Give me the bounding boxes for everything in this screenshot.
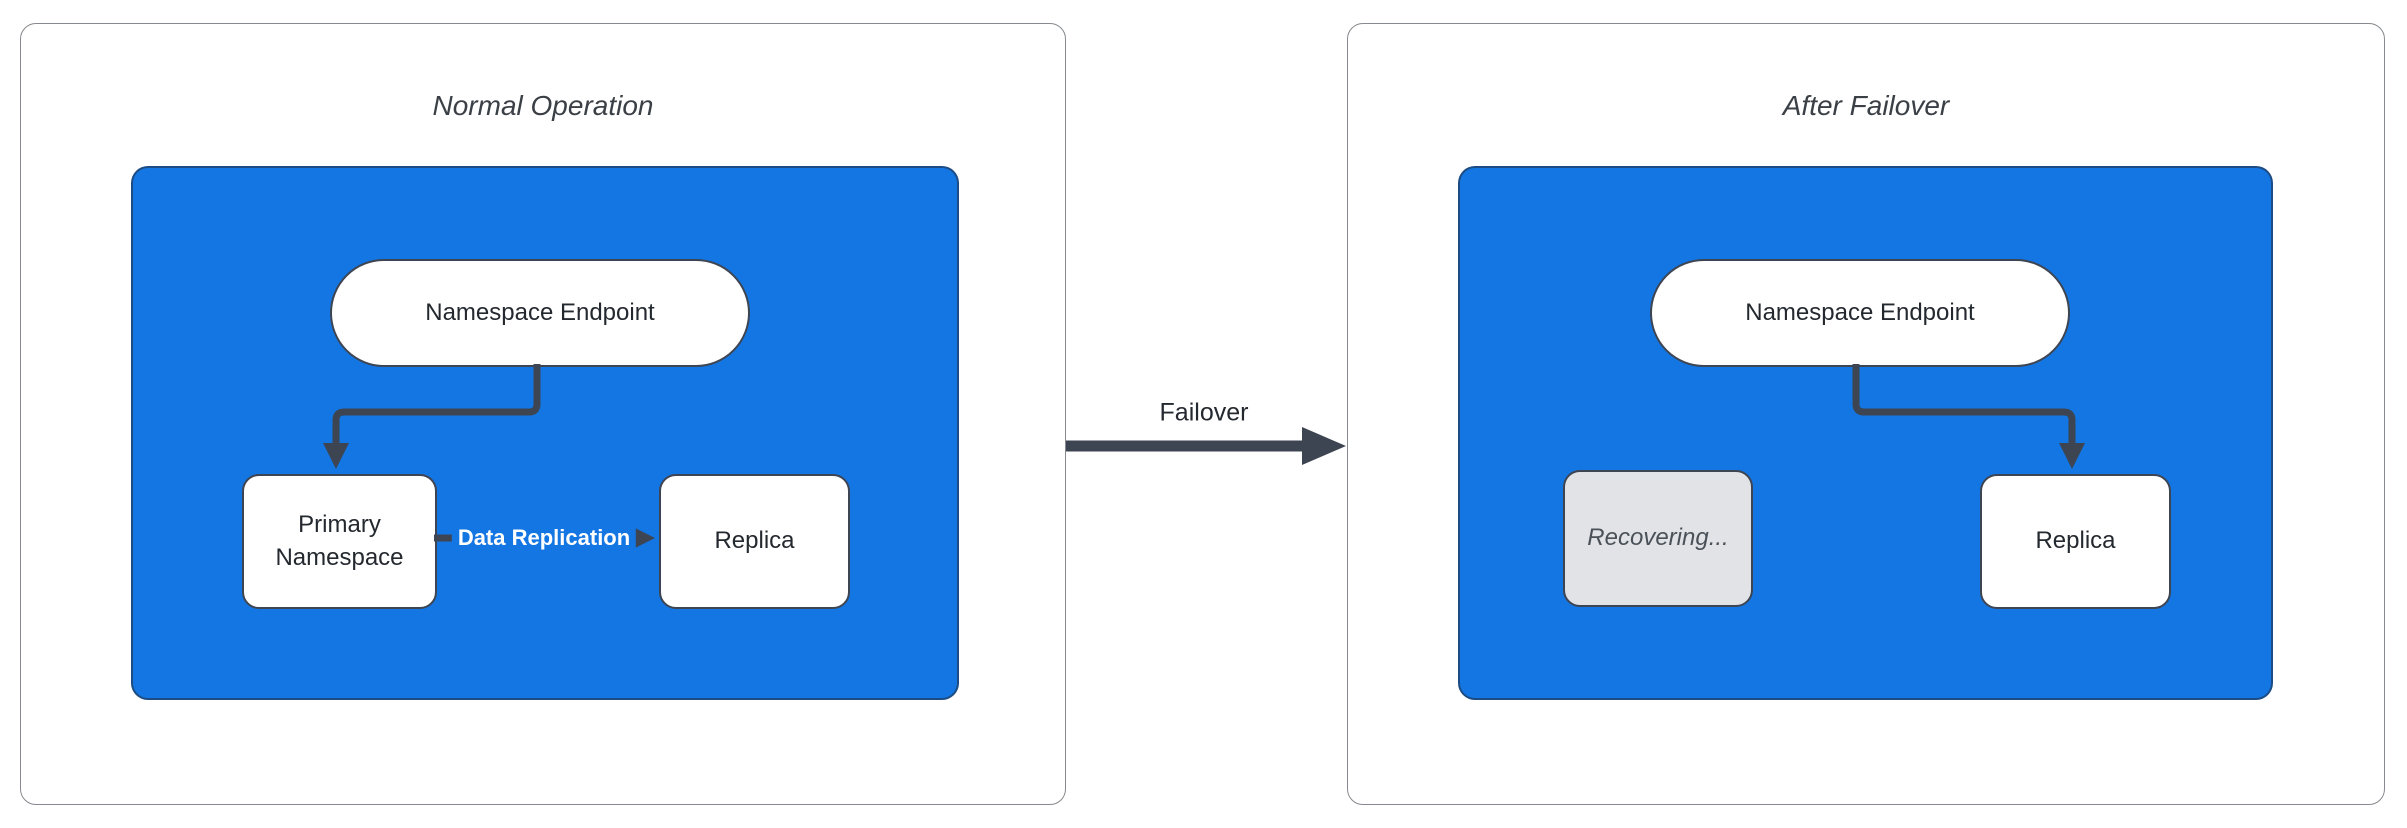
- node-label-replica: Replica: [714, 527, 795, 555]
- namespace-group-after: Namespace Endpoint Recovering... Replica: [1458, 166, 2273, 700]
- node-recovering: Recovering...: [1563, 470, 1753, 607]
- node-namespace-endpoint-normal: Namespace Endpoint: [330, 259, 750, 367]
- arrowhead-failover: [1302, 427, 1346, 465]
- panel-title-normal-operation: Normal Operation: [432, 90, 654, 121]
- panel-normal-operation: Normal Operation Namespace Endpoint Prim…: [20, 23, 1066, 805]
- node-replica-after: Replica: [1980, 474, 2171, 609]
- panel-title-after-failover: After Failover: [1782, 90, 1950, 121]
- node-replica-normal: Replica: [659, 474, 850, 609]
- node-label-primary-namespace: Primary Namespace: [275, 511, 404, 571]
- namespace-group-normal: Namespace Endpoint Primary Namespace Rep…: [131, 166, 959, 700]
- node-label-namespace-endpoint: Namespace Endpoint: [425, 298, 655, 326]
- node-label-replica: Replica: [2035, 527, 2116, 555]
- node-label-recovering: Recovering...: [1587, 524, 1729, 552]
- edge-label-data-replication: Data Replication: [451, 521, 637, 555]
- node-namespace-endpoint-after: Namespace Endpoint: [1650, 259, 2070, 367]
- node-label-namespace-endpoint: Namespace Endpoint: [1745, 298, 1975, 326]
- edge-label-failover: Failover: [1159, 398, 1249, 427]
- panel-after-failover: After Failover Namespace Endpoint Recove…: [1347, 23, 2385, 805]
- node-primary-namespace: Primary Namespace: [242, 474, 437, 609]
